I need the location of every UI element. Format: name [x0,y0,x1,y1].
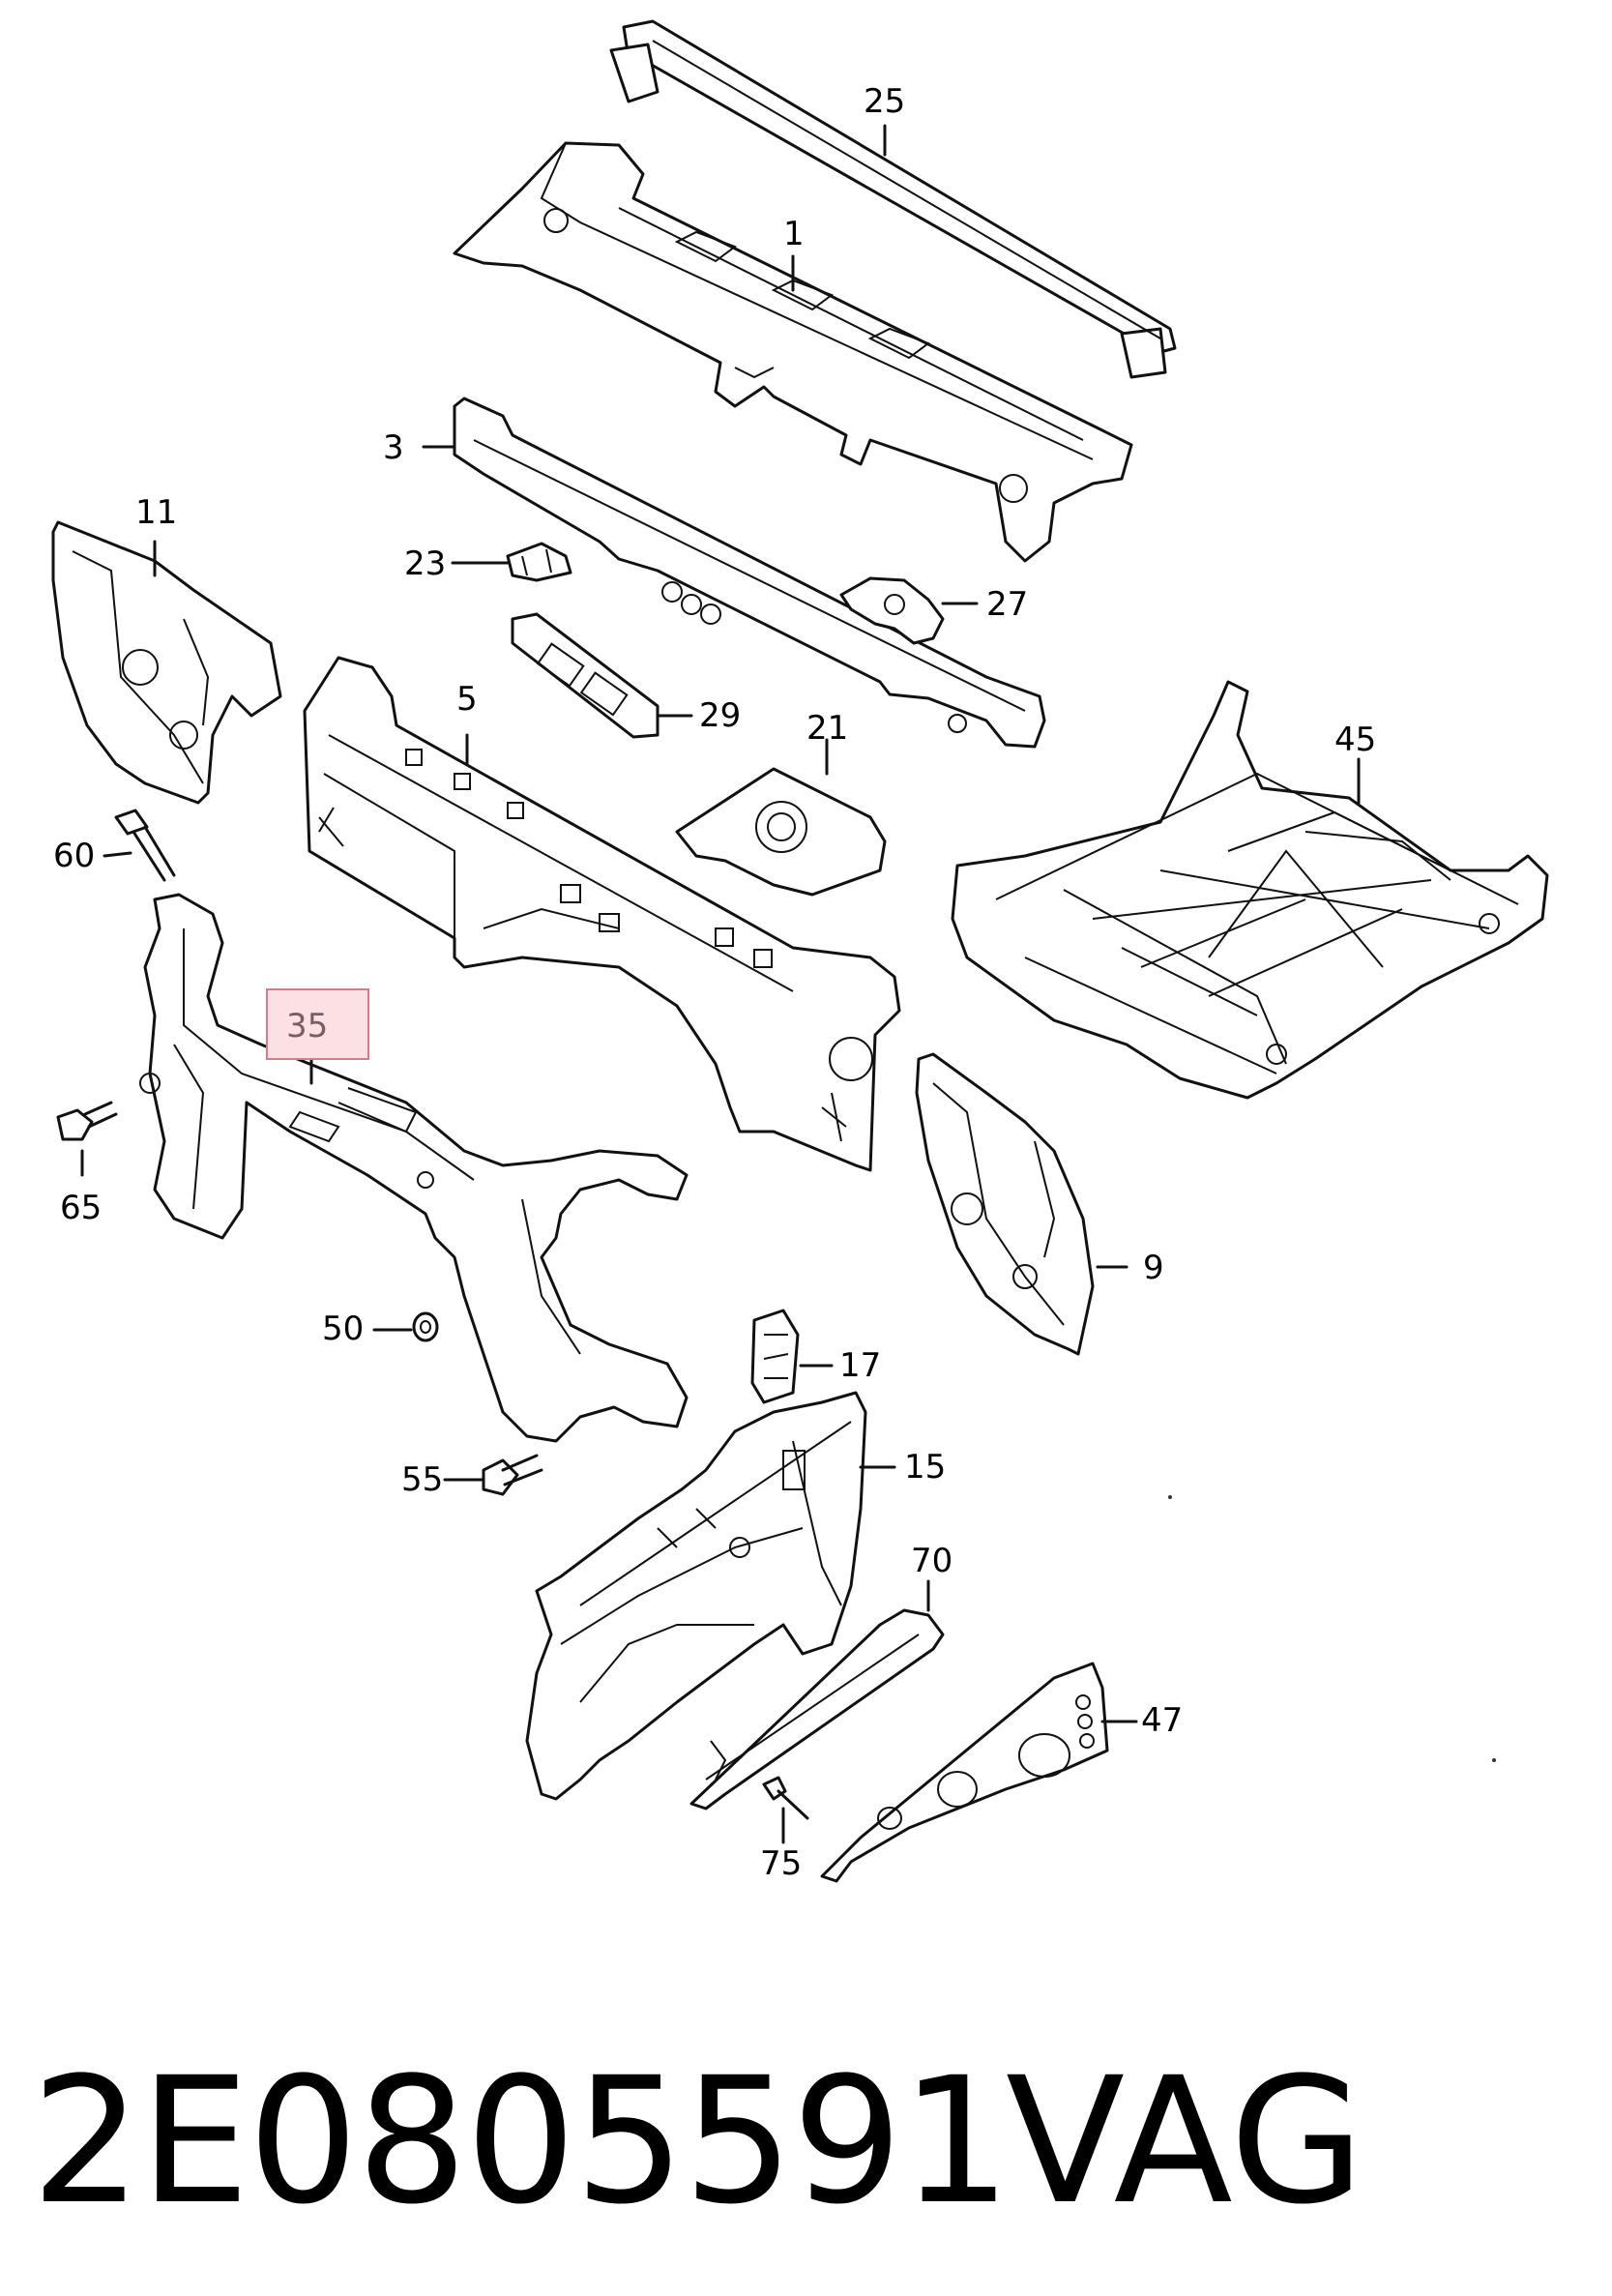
part-45-floor-tray [951,680,1549,1100]
part-65-screw [56,1101,118,1141]
label-1: 1 [783,215,805,253]
label-3: 3 [383,428,404,467]
part-3-upper-cowl [453,397,1046,749]
part-25-cross-bar [609,19,1177,379]
part-5-bulkhead [303,656,901,1172]
label-29: 29 [699,696,742,735]
label-9: 9 [1143,1249,1164,1287]
part-60-bolt [114,809,176,882]
part-47-reinforcement [820,1662,1109,1883]
label-50: 50 [322,1310,365,1348]
label-17: 17 [839,1346,882,1385]
label-15: 15 [904,1448,947,1487]
label-5: 5 [456,680,478,719]
label-25: 25 [864,82,906,121]
part-11-left-side-panel [51,520,282,805]
label-11: 11 [135,493,178,532]
part-35-lock-carrier [139,893,689,1443]
brand-name: VAG [1006,2041,1365,2243]
label-35-highlighted: 35 [286,1007,329,1045]
part-15-wheel-house [525,1391,867,1801]
part-75-clip [762,1776,809,1820]
label-70: 70 [911,1542,953,1580]
part-9-right-side-panel [915,1052,1095,1356]
part-55-bolt [482,1454,543,1496]
part-50-washer [412,1311,439,1342]
label-23: 23 [404,545,447,583]
label-45: 45 [1334,721,1377,759]
part-17-bracket [750,1309,800,1404]
part-number: 2E0805591 [31,2041,1011,2243]
label-75: 75 [760,1844,803,1883]
label-65: 65 [60,1189,103,1227]
label-27: 27 [986,585,1029,624]
label-55: 55 [401,1460,444,1499]
part-70-sill-strip [689,1608,945,1810]
label-47: 47 [1141,1701,1184,1740]
highlight-box-35[interactable] [266,988,369,1060]
part-27-bracket [839,576,945,645]
part-23-clip [506,542,572,582]
label-21: 21 [806,709,849,748]
part-1-plenum-panel [453,141,1133,563]
part-29-gasket [511,612,659,739]
leader-lines [80,124,1361,1844]
label-60: 60 [53,837,96,875]
part-21-plate [675,767,887,897]
